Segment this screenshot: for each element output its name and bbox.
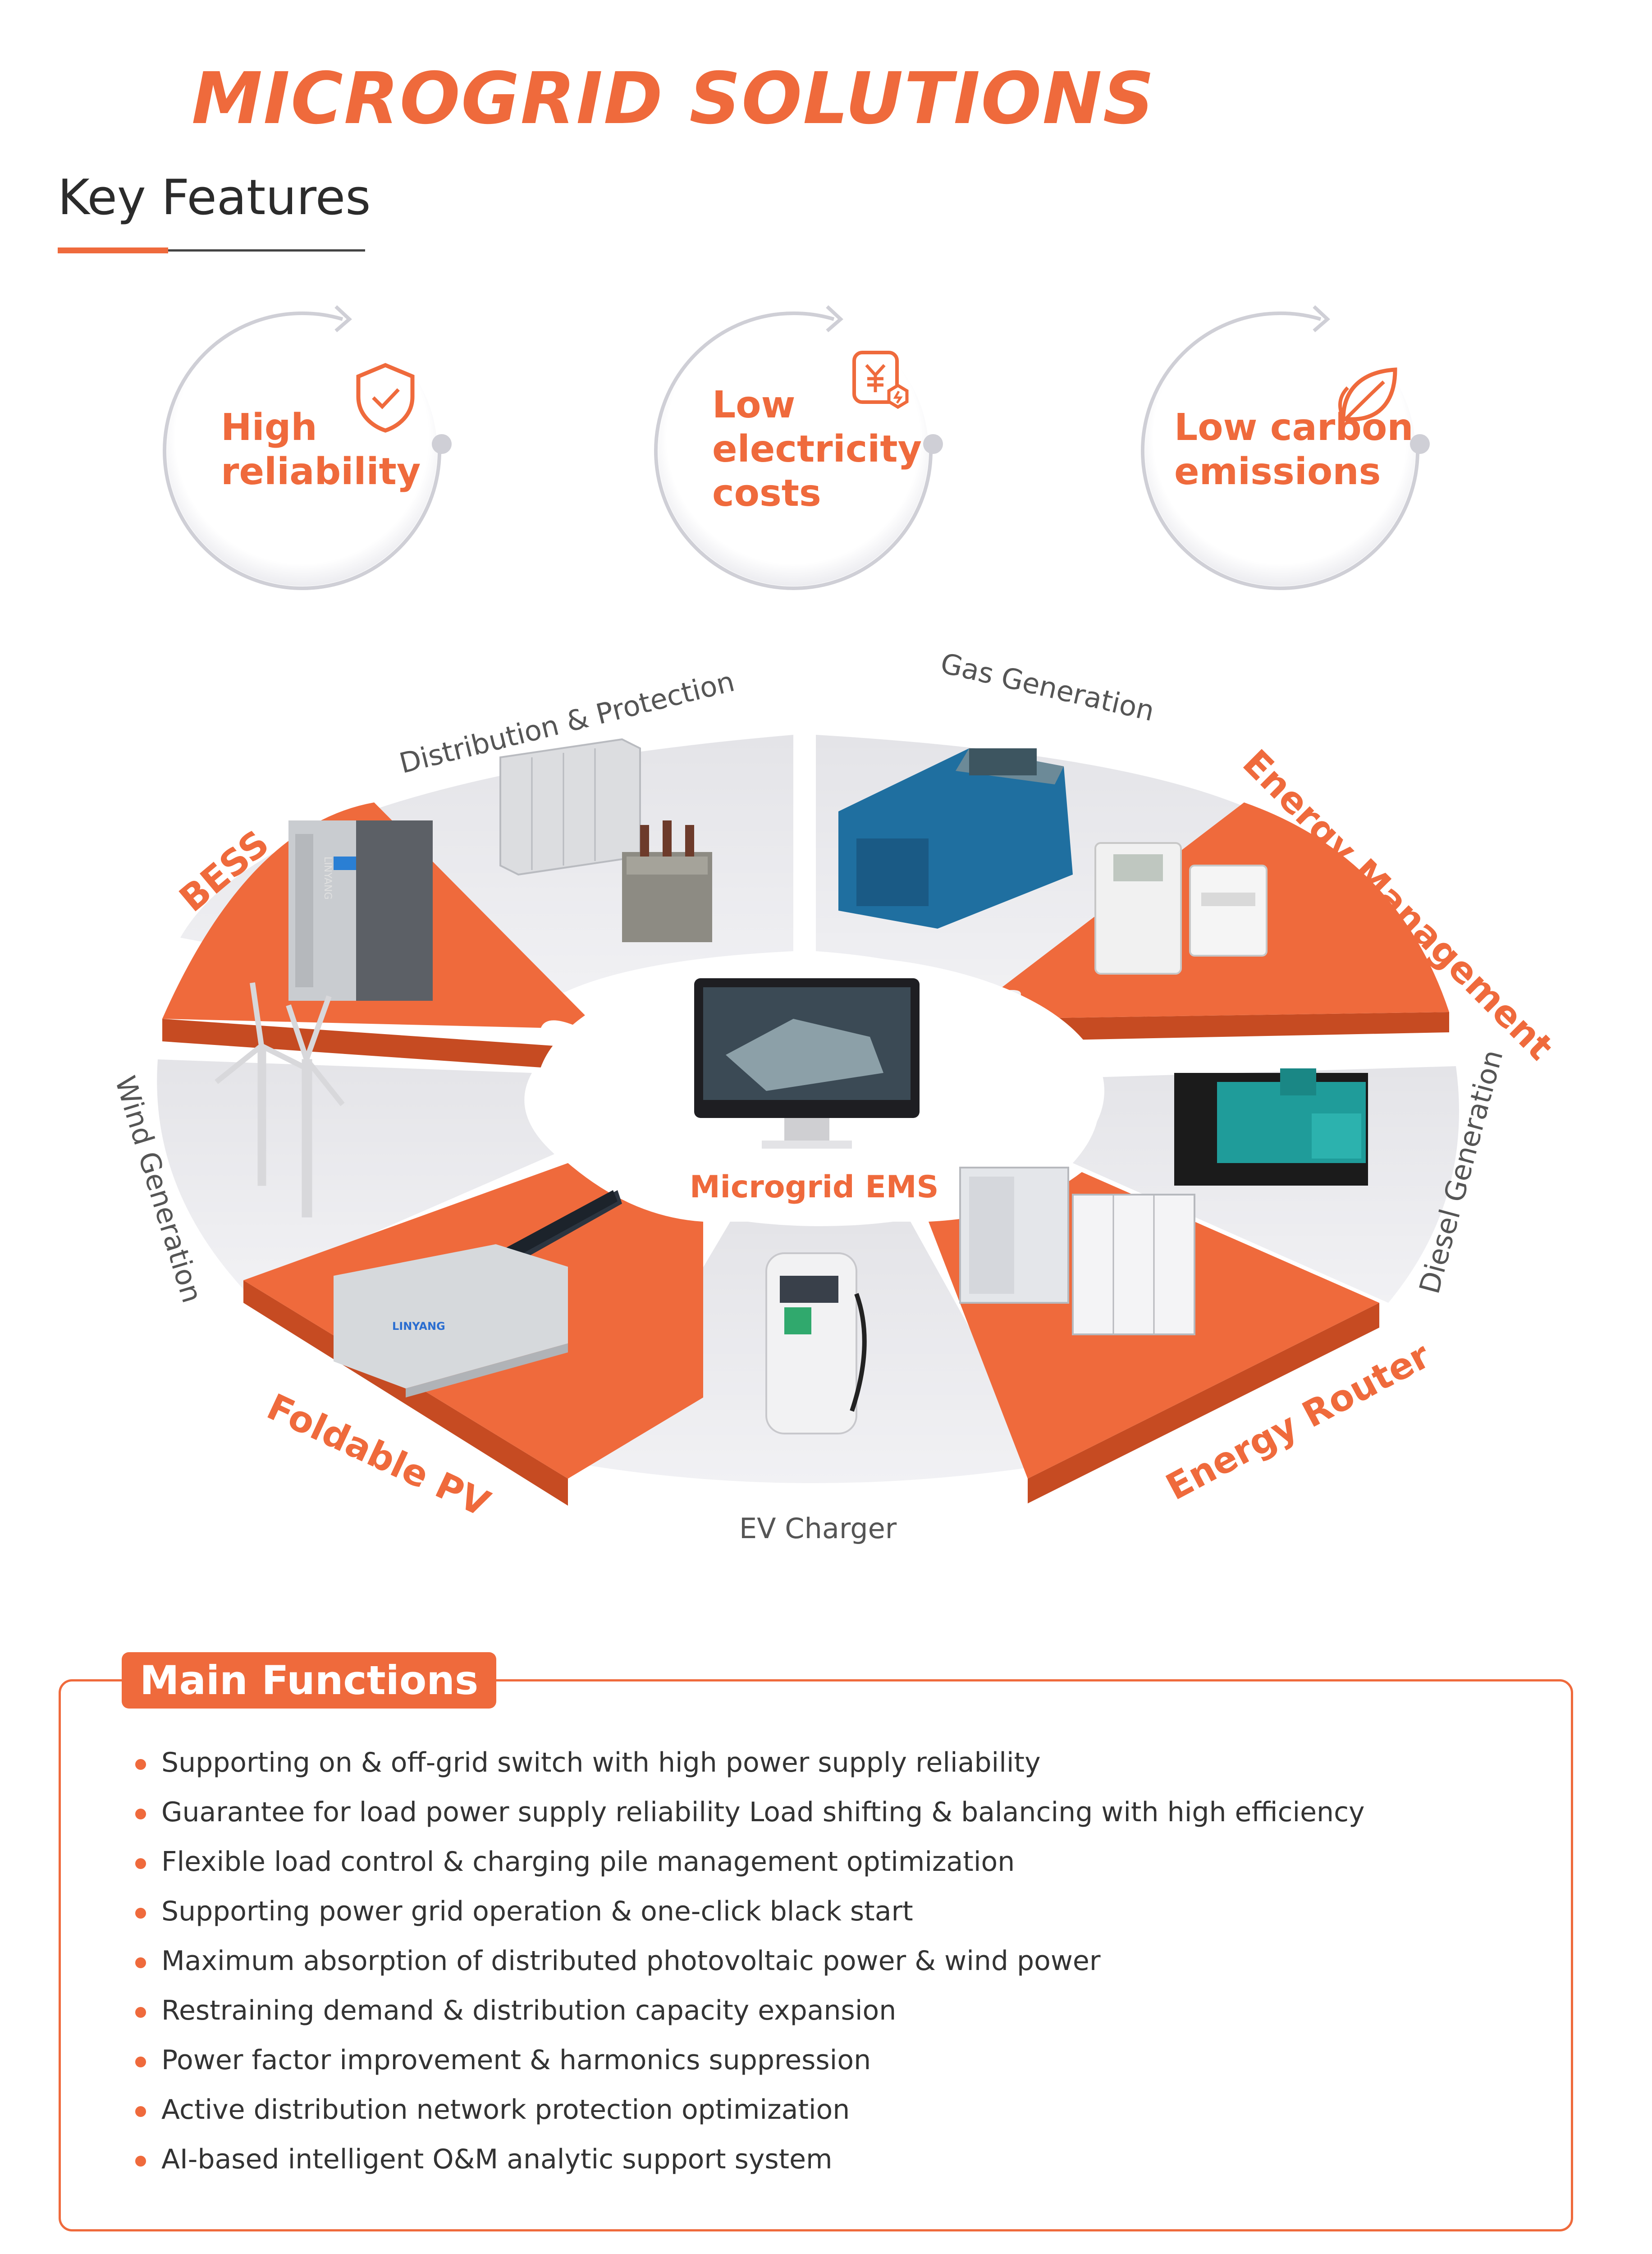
- main-functions-title: Main Functions: [122, 1652, 497, 1709]
- feature-ring: [163, 305, 452, 590]
- segment-wind: [157, 1059, 554, 1289]
- bullet-icon: [135, 2057, 146, 2067]
- shield-check-icon: [352, 361, 419, 435]
- bess-brand-text: LINYANG: [322, 857, 333, 900]
- bullet-icon: [135, 1957, 146, 1968]
- list-item-text: Power factor improvement & harmonics sup…: [161, 2044, 871, 2076]
- ems-monitor-image: [694, 978, 920, 1149]
- list-item-text: Supporting power grid operation & one-cl…: [161, 1896, 913, 1927]
- energy-router-image: [959, 1167, 1195, 1335]
- label-ev-charger: EV Charger: [739, 1512, 897, 1545]
- list-item-text: AI-based intelligent O&M analytic suppor…: [161, 2144, 833, 2175]
- gas-generator-image: [838, 748, 1073, 929]
- bullet-icon: [135, 1908, 146, 1919]
- feature-card: Low carbon emissions: [1122, 293, 1438, 609]
- foldable-pv-image: [334, 1190, 622, 1397]
- subtitle-rule-accent: [58, 247, 168, 253]
- wind-turbine-image: [215, 982, 345, 1218]
- list-item-text: Restraining demand & distribution capaci…: [161, 1995, 897, 2026]
- bullet-icon: [135, 1858, 146, 1869]
- bullet-icon: [135, 1759, 146, 1770]
- feature-ring: [654, 305, 943, 590]
- bullet-icon: [135, 2106, 146, 2117]
- bess-cabinet-image: [288, 820, 433, 1001]
- diagram-graphics: LINYANG: [157, 735, 1459, 1506]
- bullet-icon: [135, 2007, 146, 2018]
- list-item-text: Maximum absorption of distributed photov…: [161, 1945, 1101, 1977]
- distribution-equipment-image: [499, 738, 712, 942]
- features-row: High reliability Low electricity costs: [0, 270, 1652, 613]
- feature-label: Low carbon emissions: [1174, 406, 1414, 493]
- bullet-icon: [135, 1809, 146, 1819]
- list-item-text: Flexible load control & charging pile ma…: [161, 1846, 1015, 1878]
- pv-brand-text: LINYANG: [392, 1320, 445, 1333]
- feature-card: Low electricity costs: [636, 293, 951, 609]
- main-functions-list: Supporting on & off-grid switch with hig…: [135, 1749, 1533, 2200]
- diesel-generator-image: [1174, 1068, 1368, 1186]
- feature-card: High reliability: [144, 293, 460, 609]
- feature-label: High reliability: [221, 406, 421, 493]
- ev-charger-image: [765, 1252, 867, 1434]
- section-title-key-features: Key Features: [58, 170, 371, 226]
- list-item-text: Supporting on & off-grid switch with hig…: [161, 1747, 1041, 1778]
- main-functions-panel: [59, 1679, 1573, 2231]
- subtitle-rule: [167, 249, 365, 252]
- bullet-icon: [135, 2156, 146, 2167]
- list-item-text: Active distribution network protection o…: [161, 2094, 850, 2126]
- microgrid-diagram: LINYANG: [0, 622, 1652, 1569]
- energy-meter-image: [1094, 842, 1268, 975]
- feature-ring: [1141, 305, 1430, 590]
- list-item-text: Guarantee for load power supply reliabil…: [161, 1796, 1365, 1828]
- page-title: MICROGRID SOLUTIONS: [192, 57, 1155, 140]
- leaf-icon: [1334, 363, 1402, 428]
- yuan-cost-icon: [847, 347, 915, 417]
- feature-label: Low electricity costs: [712, 384, 922, 515]
- label-microgrid-ems: Microgrid EMS: [690, 1169, 939, 1205]
